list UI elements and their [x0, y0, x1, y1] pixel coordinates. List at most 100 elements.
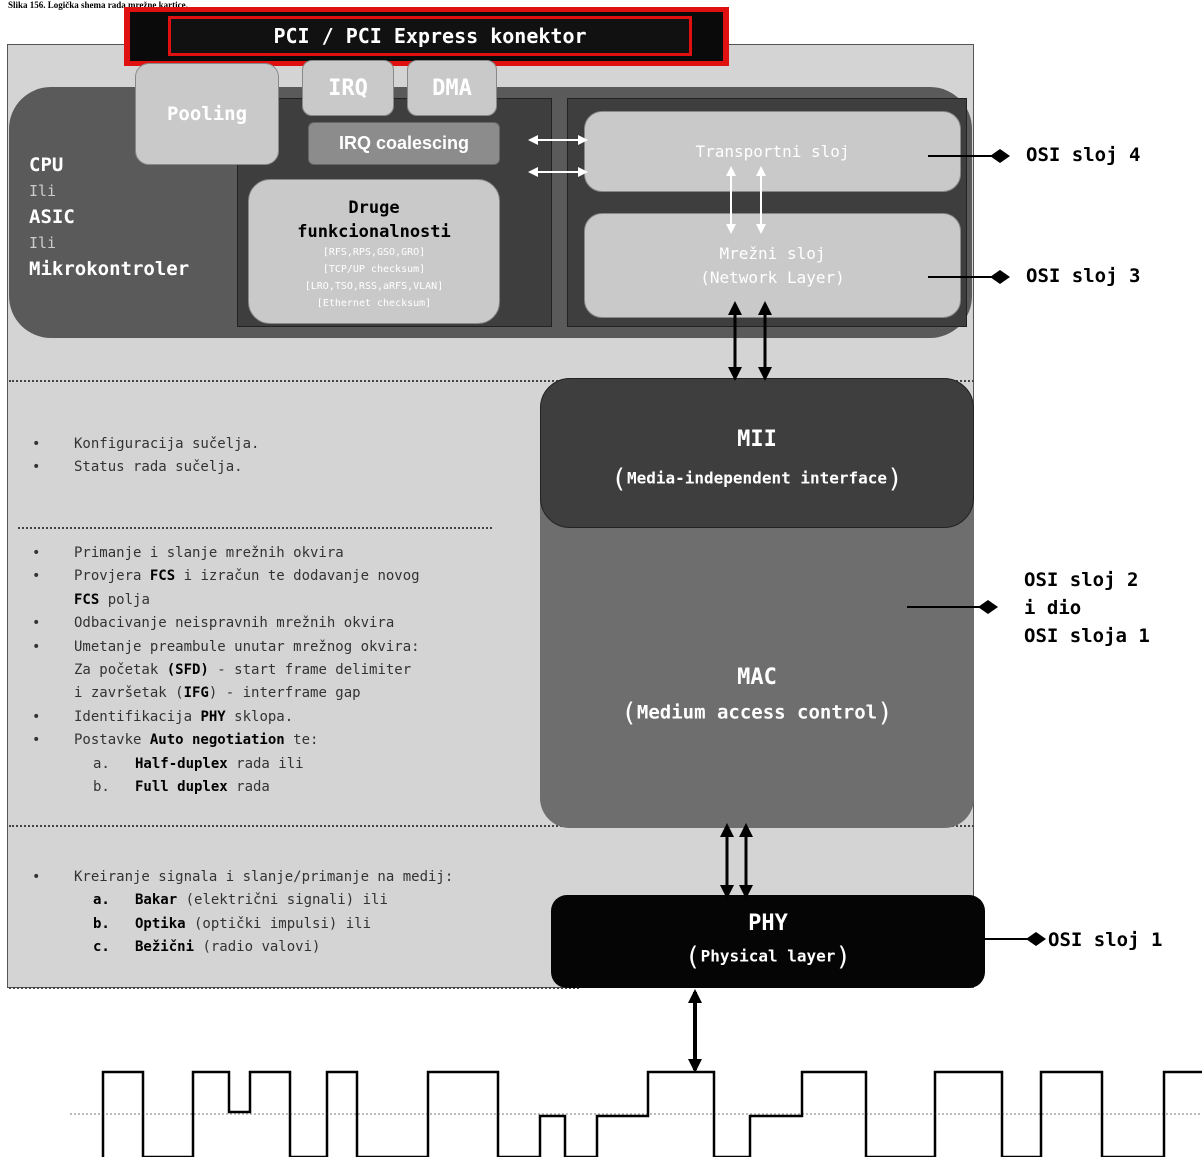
- phy-subtitle: (Physical layer): [551, 942, 985, 972]
- list-item-continuation: Za početak (SFD) - start frame delimiter: [10, 659, 535, 682]
- list-item-strong: Half-duplex: [135, 755, 228, 772]
- mac-title: MAC: [737, 665, 777, 690]
- list-item-strong: Bežični: [135, 939, 195, 956]
- list-item-text: rada ili: [227, 755, 304, 772]
- list-item-text: i izračun te dodavanje novog: [175, 568, 420, 585]
- list-item-strong: Optika: [135, 915, 186, 932]
- pci-connector-label: PCI / PCI Express konektor: [168, 16, 692, 56]
- list-item: •Odbacivanje neispravnih mrežnih okvira: [10, 612, 535, 635]
- list-item: •Provjera FCS i izračun te dodavanje nov…: [10, 565, 535, 588]
- mii-subtitle: (Media-independent interface): [541, 464, 973, 494]
- bullet: •: [32, 459, 41, 476]
- diamond-icon: [1026, 932, 1046, 946]
- bullet: •: [32, 869, 41, 885]
- pooling-box: Pooling: [135, 63, 279, 165]
- signal-waveform: [101, 1070, 1202, 1157]
- list-item-continuation: i završetak (IFG) - interframe gap: [10, 682, 535, 705]
- mac-subtitle-text: Medium access control: [636, 701, 878, 724]
- diamond-icon: [990, 149, 1010, 163]
- list-item-text: - start frame delimiter: [208, 662, 412, 679]
- phy-block: PHY (Physical layer): [551, 895, 985, 988]
- list-item-strong: IFG: [183, 685, 209, 702]
- osi-layer-1-label: OSI sloj 1: [1048, 929, 1163, 951]
- list-item-continuation: FCS polja: [10, 589, 535, 612]
- other-functions-title: funkcionalnosti: [297, 222, 451, 242]
- network-layer-subtitle: (Network Layer): [700, 267, 845, 287]
- list-item-text: (optički impulsi) ili: [185, 915, 372, 932]
- section-divider: [18, 527, 492, 529]
- list-item-text: Umetanje preambule unutar mrežnog okvira…: [74, 638, 420, 655]
- other-functions-title: Druge: [348, 198, 400, 218]
- list-item: •Postavke Auto negotiation te:: [10, 729, 535, 752]
- network-layer-title: Mrežni sloj: [719, 243, 826, 263]
- mii-block: MII (Media-independent interface): [540, 378, 974, 528]
- dma-box: DMA: [407, 60, 497, 116]
- sub-list-letter: a.: [93, 892, 110, 909]
- list-item-strong: Full duplex: [135, 779, 228, 796]
- transport-layer-box: Transportni sloj: [584, 111, 961, 192]
- mii-title: MII: [737, 427, 777, 452]
- osi-layer-2-line: OSI sloj 2: [1024, 569, 1139, 591]
- function-line: [Ethernet checksum]: [316, 298, 432, 309]
- irq-coalescing-box: IRQ coalescing: [308, 122, 500, 165]
- list-item-text: Kreiranje signala i slanje/primanje na m…: [74, 869, 454, 885]
- osi-layer-2-line: i dio: [1024, 597, 1082, 619]
- paren: (: [621, 698, 637, 728]
- list-item-text: Konfiguracija sučelja.: [74, 436, 260, 452]
- bullet: •: [32, 615, 41, 632]
- sub-list-letter: b.: [93, 779, 110, 796]
- network-layer-box: Mrežni sloj (Network Layer): [584, 213, 961, 318]
- or-text: Ili: [29, 182, 57, 200]
- bullet: •: [32, 732, 41, 749]
- list-item-text: ) - interframe gap: [208, 685, 361, 702]
- list-item-strong: FCS: [74, 591, 100, 608]
- paren: (: [684, 942, 701, 972]
- list-item-text: Status rada sučelja.: [74, 459, 243, 476]
- phy-functions-section: • Kreiranje signala i slanje/primanje na …: [10, 866, 550, 960]
- sub-list-letter: a.: [93, 755, 110, 772]
- figure-caption: Slika 156. Logička shema rada mrežne kar…: [8, 0, 188, 10]
- mii-subtitle-text: Media-independent interface: [626, 468, 888, 488]
- list-item-text: sklopa.: [225, 708, 294, 725]
- bullet: •: [32, 638, 41, 655]
- list-item: • Primanje i slanje mrežnih okvira: [10, 542, 535, 565]
- mac-functions-section: • Primanje i slanje mrežnih okvira • Provj…: [10, 542, 535, 799]
- cpu-label: CPU Ili ASIC Ili Mikrokontroler: [29, 152, 189, 282]
- osi-layer-2-label: OSI sloj 2 i dio OSI sloja 1: [1024, 566, 1150, 650]
- section-divider: [9, 380, 974, 382]
- list-item: •Identifikacija PHY sklopa.: [10, 706, 535, 729]
- list-item-text: Provjera: [74, 568, 150, 585]
- phy-subtitle-text: Physical layer: [700, 946, 836, 966]
- config-section: • Konfiguracija sučelja. • Status rada suč…: [10, 433, 530, 480]
- other-functions-box: Druge funkcionalnosti [RFS,RPS,GSO,GRO] …: [248, 179, 500, 324]
- list-item-strong: Bakar: [135, 892, 178, 909]
- sub-list-item: b.Full duplex rada: [10, 776, 535, 799]
- microcontroller-text: Mikrokontroler: [29, 258, 190, 280]
- irq-box: IRQ: [302, 60, 394, 116]
- bullet: •: [32, 708, 41, 725]
- phy-title: PHY: [748, 911, 788, 936]
- diamond-icon: [978, 600, 998, 614]
- list-item-text: te:: [284, 732, 319, 749]
- sub-list-item: b.Optika (optički impulsi) ili: [10, 913, 550, 936]
- list-item: • Status rada sučelja.: [10, 456, 530, 479]
- sub-list-item: c.Bežični (radio valovi): [10, 936, 550, 959]
- list-item-text: polja: [99, 591, 150, 608]
- osi-layer-2-line: OSI sloja 1: [1024, 625, 1150, 647]
- paren: (: [611, 464, 627, 494]
- list-item-text: Primanje i slanje mrežnih okvira: [74, 545, 344, 561]
- osi-layer-3-label: OSI sloj 3: [1026, 265, 1141, 287]
- list-item-text: (električni signali) ili: [177, 892, 388, 909]
- list-item-text: i završetak (: [74, 685, 184, 702]
- list-item-strong: (SFD): [166, 662, 209, 679]
- sub-list-letter: c.: [93, 939, 110, 956]
- list-item: • Kreiranje signala i slanje/primanje na …: [10, 866, 550, 889]
- bullet: •: [32, 545, 41, 561]
- list-item-text: Identifikacija: [74, 708, 201, 725]
- list-item-text: Za početak: [74, 662, 167, 679]
- cpu-text: CPU: [29, 154, 64, 176]
- bullet: •: [32, 568, 41, 585]
- section-divider: [9, 987, 579, 989]
- list-item: • Umetanje preambule unutar mrežnog okvir…: [10, 636, 535, 659]
